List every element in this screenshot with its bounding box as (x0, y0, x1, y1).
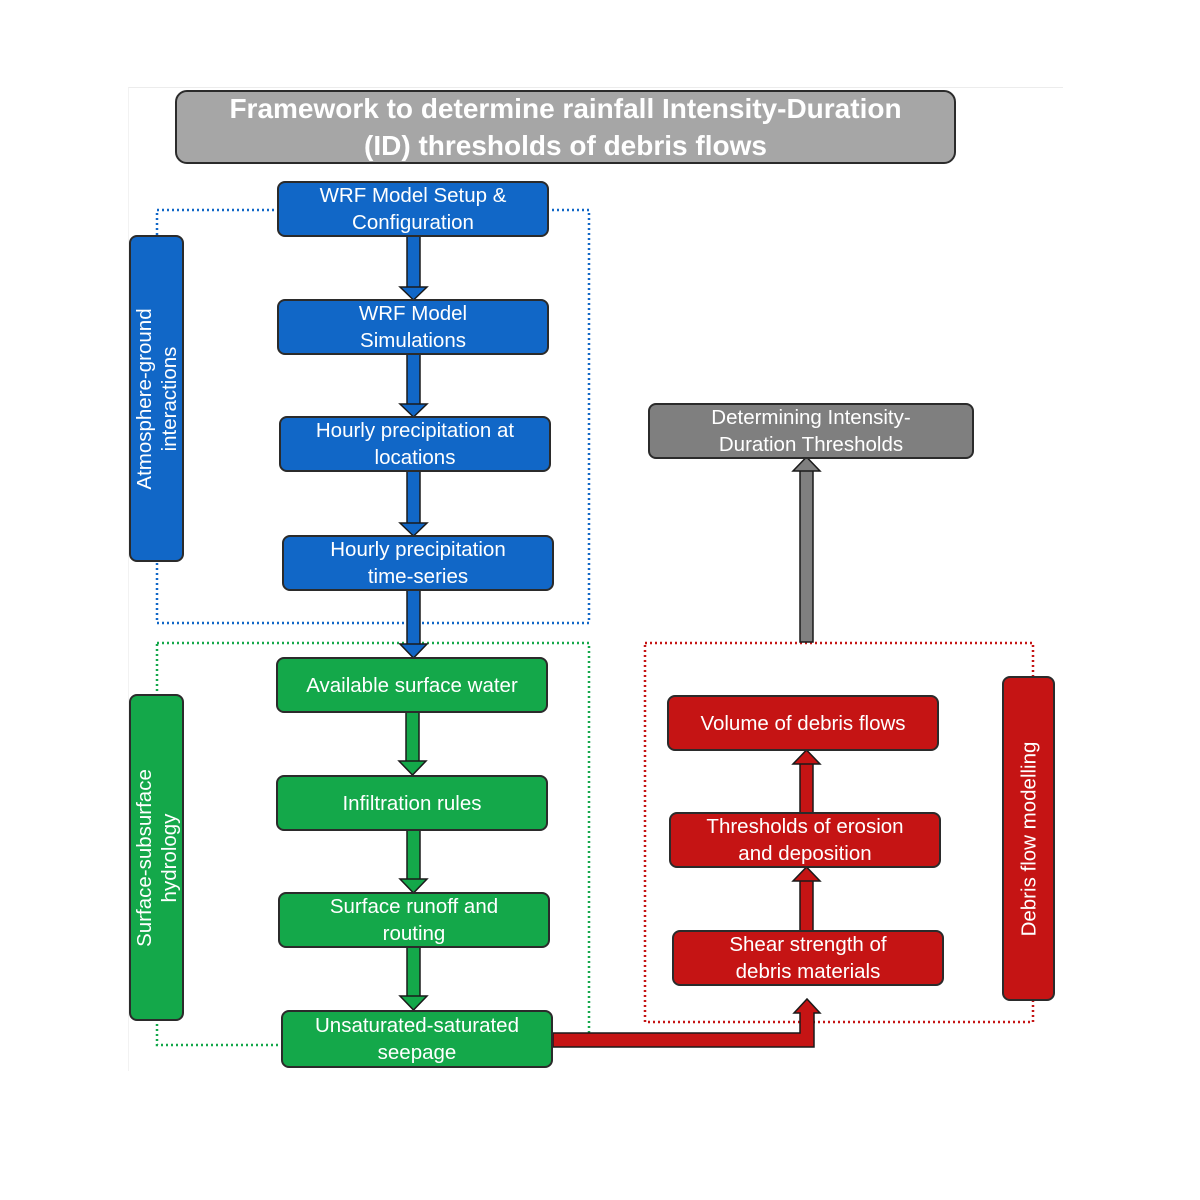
arrow-simulations-to-hourly-locations (398, 353, 429, 419)
arrow-surface-water-to-infiltration (397, 711, 428, 777)
node-id-thresholds: Determining Intensity- Duration Threshol… (648, 403, 974, 459)
group-label-hydrology: Surface-subsurface hydrology (129, 694, 184, 1021)
arrow-hourly-locations-to-time-series (398, 470, 429, 538)
node-available-surface-water: Available surface water (276, 657, 548, 713)
node-thresholds-erosion: Thresholds of erosion and deposition (669, 812, 941, 868)
group-label-atmosphere-text: Atmosphere-ground interactions (133, 308, 181, 490)
arrow-setup-to-simulations (398, 235, 429, 302)
node-hourly-precip-locations: Hourly precipitation at locations (279, 416, 551, 472)
arrow-time-series-to-surface-water (398, 589, 429, 660)
group-label-debris: Debris flow modelling (1002, 676, 1055, 1001)
node-infiltration-rules: Infiltration rules (276, 775, 548, 831)
arrow-infiltration-to-runoff (398, 829, 429, 895)
group-label-hydrology-text: Surface-subsurface hydrology (133, 769, 181, 947)
arrow-seepage-to-shear-strength (552, 997, 822, 1048)
node-shear-strength: Shear strength of debris materials (672, 930, 944, 986)
arrow-runoff-to-seepage (398, 946, 429, 1012)
debris-group-outline (643, 641, 1035, 1024)
node-wrf-simulations: WRF Model Simulations (277, 299, 549, 355)
group-label-debris-text: Debris flow modelling (1017, 741, 1041, 937)
group-label-atmosphere: Atmosphere-ground interactions (129, 235, 184, 562)
arrow-erosion-to-volume (791, 748, 822, 815)
node-hourly-precip-time-series: Hourly precipitation time-series (282, 535, 554, 591)
node-seepage: Unsaturated-saturated seepage (281, 1010, 553, 1068)
arrow-to-id-thresholds (791, 455, 822, 643)
node-volume-debris-flows: Volume of debris flows (667, 695, 939, 751)
arrow-shear-to-erosion (791, 865, 822, 932)
diagram-title: Framework to determine rainfall Intensit… (175, 90, 956, 164)
node-wrf-setup: WRF Model Setup & Configuration (277, 181, 549, 237)
node-surface-runoff: Surface runoff and routing (278, 892, 550, 948)
